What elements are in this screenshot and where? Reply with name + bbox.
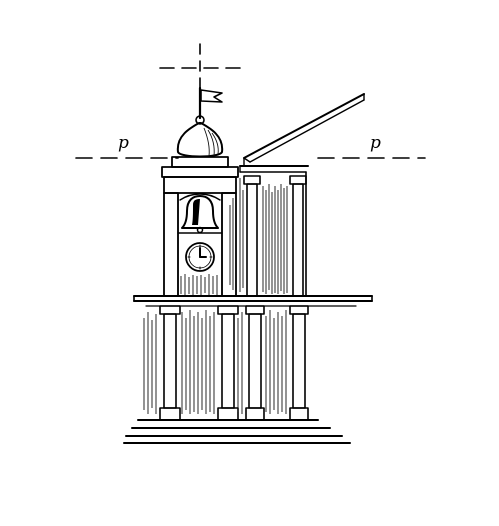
onion-dome (176, 115, 224, 158)
upper-portico-shading (239, 178, 288, 294)
flag-icon (200, 89, 223, 103)
portico-entablature (239, 157, 309, 173)
plane-label-left: p (118, 133, 129, 153)
clock-icon (185, 242, 215, 272)
plane-label-right: p (370, 133, 381, 153)
base-steps (123, 419, 351, 444)
sloped-roof (243, 93, 365, 163)
bell-icon (179, 193, 221, 234)
tower-cornice (161, 156, 239, 194)
middle-cornice (133, 295, 373, 307)
lower-colonnade (159, 305, 309, 421)
tower-body (163, 192, 237, 297)
tower-shading (180, 198, 234, 295)
lower-colonnade-shading (143, 310, 287, 414)
